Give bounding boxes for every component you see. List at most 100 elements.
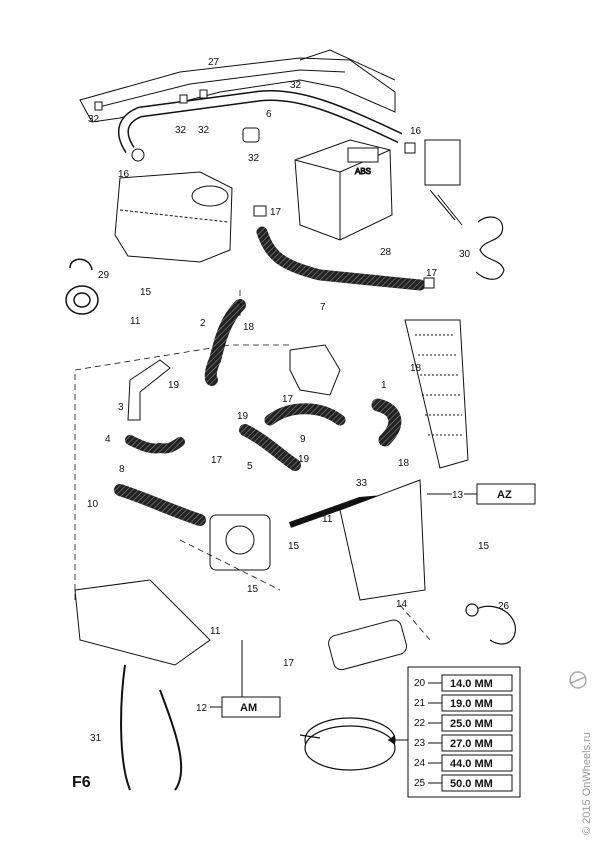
oil-cooler <box>328 619 407 671</box>
engine-block <box>339 479 426 601</box>
callout-9: 9 <box>300 434 306 445</box>
clamp-size-value: 27.0 MM <box>450 738 493 750</box>
callout-8: 8 <box>119 464 125 475</box>
callout-16: 16 <box>410 126 422 137</box>
clamp-size-row: 24 44.0 MM <box>414 754 513 772</box>
callout-17: 17 <box>426 268 438 279</box>
clamp-size-value: 25.0 MM <box>450 718 493 730</box>
upper-body-panel <box>79 49 396 123</box>
callout-labels: 27 32 32 32 32 32 6 16 16 17 17 17 17 17… <box>87 57 510 744</box>
coolant-pipe-3 <box>127 359 171 421</box>
clamp-size-number: 22 <box>414 718 426 729</box>
callout-32: 32 <box>175 125 187 136</box>
clamp-size-number: 23 <box>414 738 426 749</box>
callout-19: 19 <box>237 411 249 422</box>
callout-1: 1 <box>381 380 387 391</box>
heater-valve <box>424 139 463 226</box>
callout-17: 17 <box>211 455 223 466</box>
callout-32: 32 <box>248 153 260 164</box>
callout-27: 27 <box>208 57 220 68</box>
ref-box-az: AZ <box>427 483 536 505</box>
callout-7: 7 <box>320 302 326 313</box>
callout-18: 18 <box>398 458 410 469</box>
clamp-size-value: 44.0 MM <box>450 758 493 770</box>
clamp-size-row: 20 14.0 MM <box>414 674 513 692</box>
throttle-body <box>209 514 271 571</box>
clamp-size-table: 20 14.0 MM 21 19.0 MM 22 25.0 MM 23 27.0 MM 24 44… <box>388 666 521 798</box>
clamp-size-value: 19.0 MM <box>450 698 493 710</box>
ref-box-am-code: AM <box>240 702 257 714</box>
clamp-size-number: 24 <box>414 758 426 769</box>
callout-18: 18 <box>243 322 255 333</box>
callout-17: 17 <box>283 658 295 669</box>
expansion-tank <box>114 171 233 263</box>
callout-33: 33 <box>356 478 368 489</box>
callout-15: 15 <box>478 541 490 552</box>
callout-6: 6 <box>266 109 272 120</box>
clamp-26 <box>465 603 517 645</box>
callout-2: 2 <box>200 318 206 329</box>
callout-32: 32 <box>198 125 210 136</box>
ref-box-am: AM <box>210 640 281 718</box>
drain-tube-31 <box>120 664 183 791</box>
hose-2 <box>204 299 246 386</box>
callout-17: 17 <box>282 394 294 405</box>
clamp-size-value: 14.0 MM <box>450 678 493 690</box>
clamp-size-row: 23 27.0 MM <box>414 734 513 752</box>
callout-28: 28 <box>380 247 392 258</box>
callout-11: 11 <box>130 316 141 327</box>
hose-5 <box>239 424 301 471</box>
assembly-guide-lines <box>74 290 431 641</box>
hose-10 <box>114 484 206 526</box>
clamp-size-row: 21 19.0 MM <box>414 694 513 712</box>
callout-32: 32 <box>290 80 302 91</box>
callout-12: 12 <box>196 703 208 714</box>
callout-13: 13 <box>452 490 464 501</box>
clamp-size-number: 21 <box>414 698 426 709</box>
watermark-logo-icon <box>569 671 587 689</box>
clamp-size-number: 25 <box>414 778 426 789</box>
callout-26: 26 <box>498 601 510 612</box>
callout-14: 14 <box>396 599 408 610</box>
watermark: © 2015 OnWheels.ru <box>581 732 593 835</box>
thermostat-housing <box>289 344 341 396</box>
hose-clamp-17 <box>253 205 435 289</box>
radiator <box>404 319 469 469</box>
abs-label: ABS <box>355 167 371 176</box>
callout-16: 16 <box>118 169 130 180</box>
callout-4: 4 <box>105 434 111 445</box>
clamp-size-row: 22 25.0 MM <box>414 714 513 732</box>
clamp-size-value: 50.0 MM <box>450 778 493 790</box>
hose-clamp-32 <box>94 89 416 162</box>
callout-10: 10 <box>87 499 99 510</box>
callout-30: 30 <box>459 249 471 260</box>
clamp-size-row: 25 50.0 MM <box>414 774 513 792</box>
callout-19: 19 <box>168 380 180 391</box>
callout-5: 5 <box>247 461 253 472</box>
callout-11: 11 <box>210 626 221 637</box>
callout-15: 15 <box>247 584 259 595</box>
hose-8 <box>125 435 185 454</box>
callout-15: 15 <box>140 287 152 298</box>
callout-17: 17 <box>270 207 282 218</box>
callout-15: 15 <box>288 541 300 552</box>
hose-9 <box>264 403 346 426</box>
hose-6 <box>118 89 403 154</box>
clip-29 <box>65 258 99 315</box>
clamp-size-number: 20 <box>414 678 426 689</box>
callout-11: 11 <box>322 514 333 525</box>
abs-unit: ABS <box>294 139 393 241</box>
callout-3: 3 <box>118 402 124 413</box>
callout-31: 31 <box>90 733 102 744</box>
bracket-30 <box>475 216 505 280</box>
figure-code: F6 <box>72 774 91 791</box>
callout-29: 29 <box>98 270 110 281</box>
callout-18: 18 <box>410 363 422 374</box>
hose-7 <box>256 226 426 291</box>
hose-1 <box>371 398 402 447</box>
hose-clamp-band <box>299 717 396 771</box>
ref-box-az-code: AZ <box>497 489 512 501</box>
callout-32: 32 <box>88 114 100 125</box>
callout-19: 19 <box>298 454 310 465</box>
